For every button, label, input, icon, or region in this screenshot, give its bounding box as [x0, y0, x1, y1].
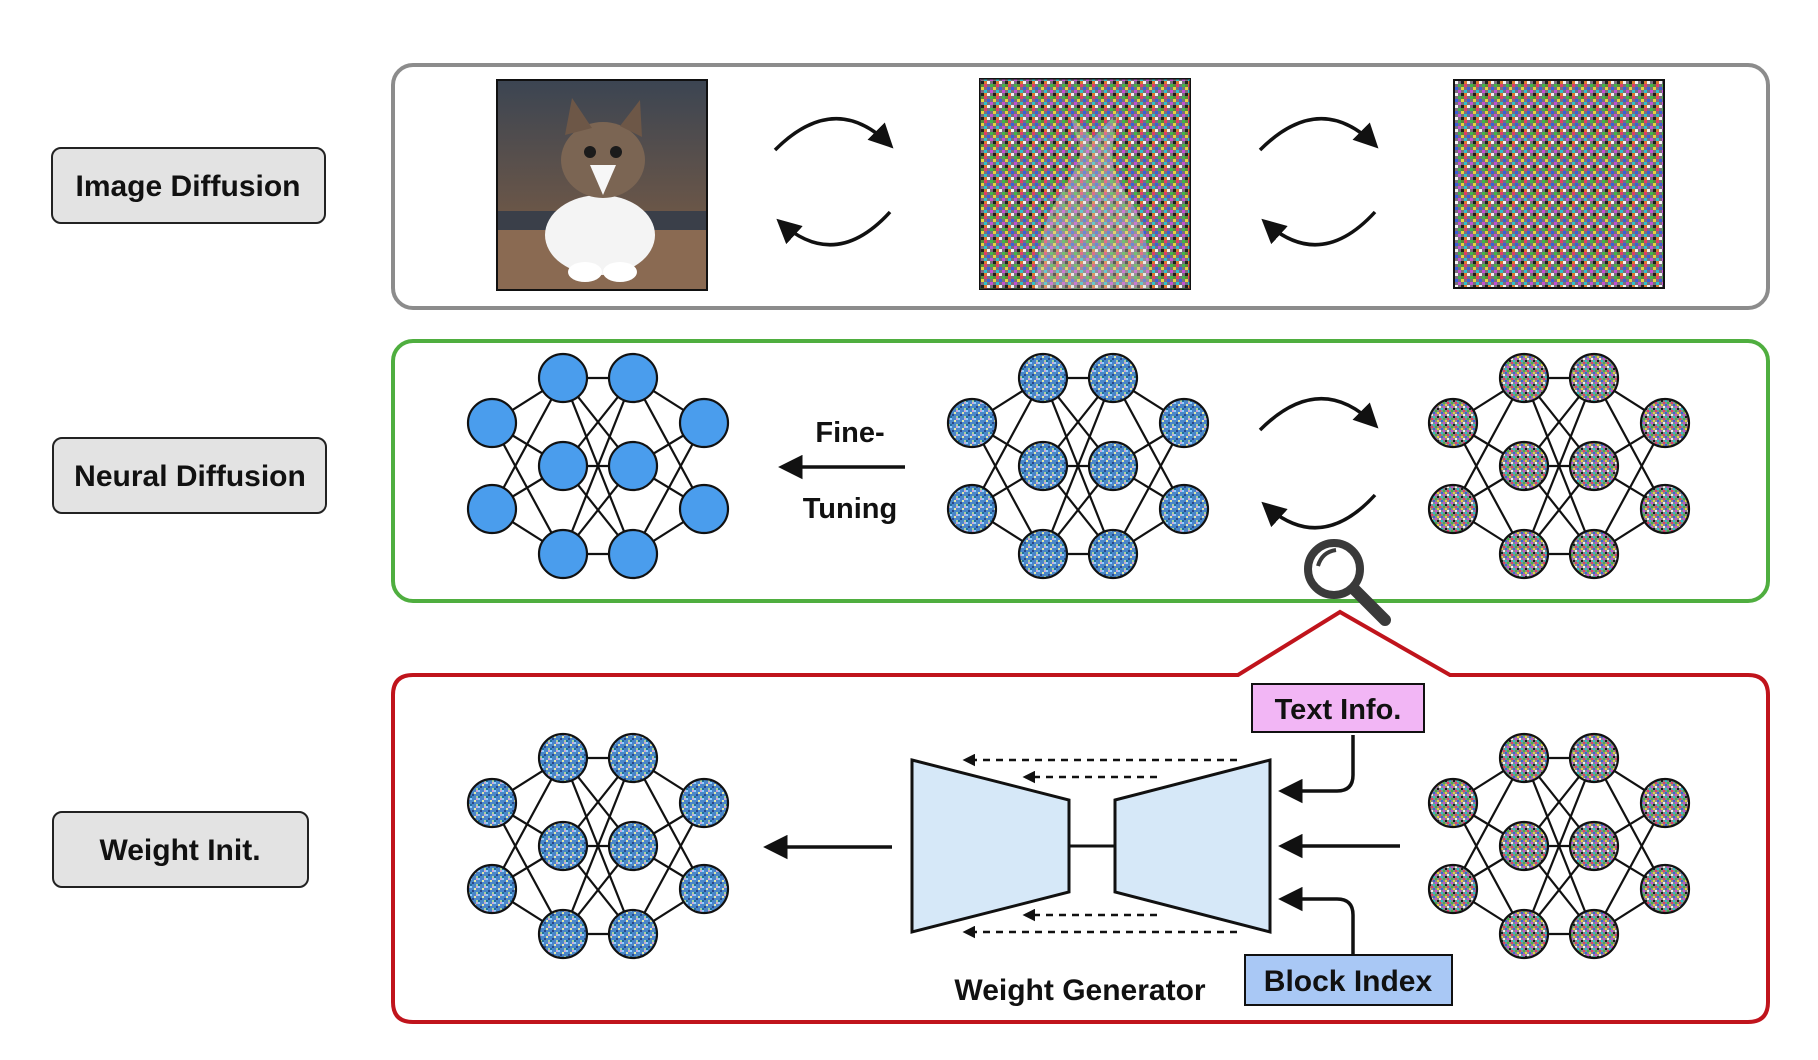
cycle-arrows-image-2 [1258, 116, 1379, 247]
cycle-arrows-neural [1258, 396, 1379, 530]
noise-image-full [1453, 79, 1665, 289]
block-index-label: Block Index [1264, 965, 1433, 998]
weight-generator: Weight Generator [910, 753, 1272, 1007]
image-diffusion-frame [391, 63, 1770, 310]
weight-init-frame [391, 609, 1770, 1024]
network-full-noise [1427, 352, 1691, 580]
cycle-arrows-image-1 [773, 116, 894, 247]
label-image-diffusion-text: Image Diffusion [75, 170, 300, 203]
block-index-box: Block Index [1244, 954, 1453, 1006]
label-image-diffusion: Image Diffusion [51, 147, 326, 224]
label-neural-diffusion-text: Neural Diffusion [74, 460, 306, 493]
weight-generator-label: Weight Generator [954, 974, 1205, 1007]
label-weight-init: Weight Init. [52, 811, 309, 888]
magnifying-glass-icon [1304, 539, 1391, 626]
cat-image-clean [496, 79, 708, 291]
neural-diffusion-frame [391, 339, 1770, 603]
network-partial-noise [946, 352, 1210, 580]
fine-tuning-arrow: Fine- Tuning [778, 417, 905, 525]
fine-tuning-text-1: Fine- [815, 417, 884, 449]
text-info-label: Text Info. [1275, 694, 1402, 726]
text-info-box: Text Info. [1251, 683, 1425, 733]
network-edges [491, 376, 705, 556]
network-noise-input [1427, 732, 1691, 960]
fine-tuning-text-2: Tuning [803, 493, 897, 525]
cat-image-partial-noise [979, 78, 1191, 290]
network-clean [466, 352, 730, 580]
generator-input-arrows [1278, 735, 1400, 955]
label-weight-init-text: Weight Init. [99, 834, 260, 867]
network-generated-weights [466, 732, 730, 960]
label-neural-diffusion: Neural Diffusion [52, 437, 327, 514]
